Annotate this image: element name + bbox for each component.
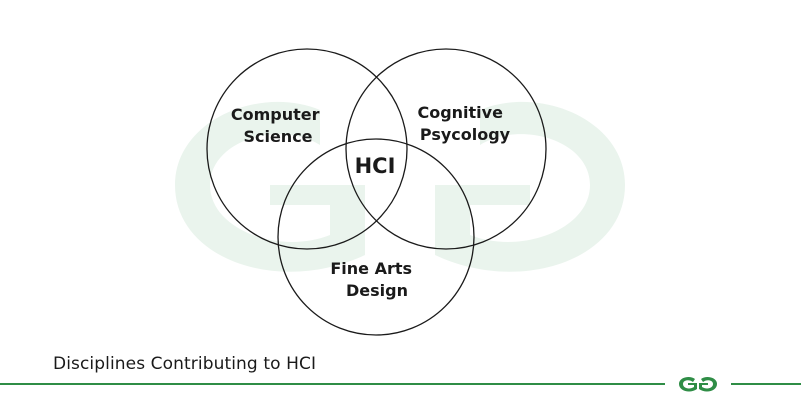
brand-logo-icon [679,376,717,392]
label-cognitive-psycology-line1: Cognitive [417,103,503,122]
circle-fine-arts-design [277,138,475,336]
label-computer-science-line2: Science [243,127,312,146]
center-label-hci: HCI [355,154,396,178]
circle-cognitive-psycology [345,48,547,250]
label-computer-science-line1: Computer [231,105,320,124]
label-fine-arts-design-line1: Fine Arts [330,259,412,278]
circle-computer-science [206,48,408,250]
label-fine-arts-design: Fine Arts Design [330,259,417,300]
label-computer-science: Computer Science [231,105,325,146]
diagram-caption: Disciplines Contributing to HCI [53,354,317,374]
label-cognitive-psycology: Cognitive Psycology [417,103,510,144]
label-cognitive-psycology-line2: Psycology [420,125,511,144]
watermark-logo [175,101,625,272]
label-fine-arts-design-line2: Design [346,281,408,300]
